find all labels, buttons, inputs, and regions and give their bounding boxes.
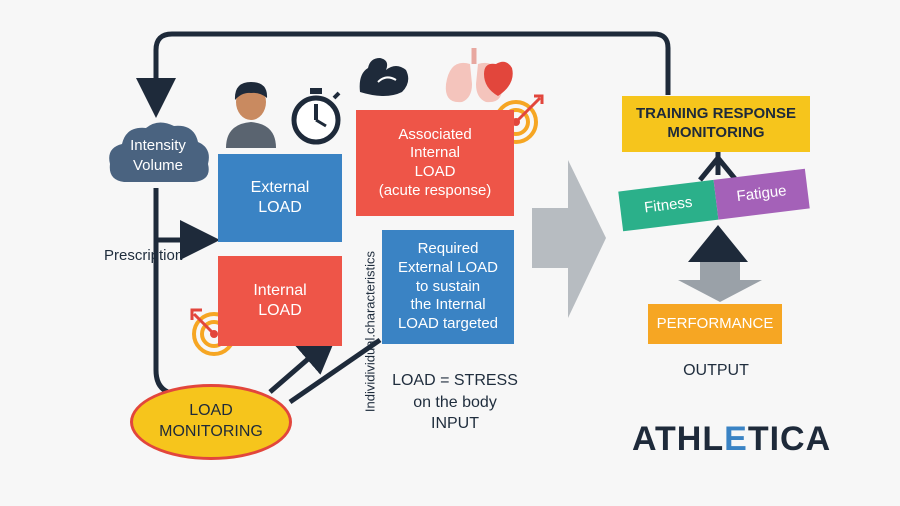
load-monitoring-ellipse: LOAD MONITORING xyxy=(130,384,292,460)
stopwatch-icon xyxy=(291,88,341,145)
load-monitoring-line1: LOAD xyxy=(189,402,233,420)
prescription-label: Prescription xyxy=(104,247,184,264)
athletica-logo: ATHLETICA xyxy=(632,420,831,459)
internal-load-line1: Internal xyxy=(253,282,307,299)
output-label: OUTPUT xyxy=(683,362,749,379)
associated-internal-line2: Internal xyxy=(409,144,461,162)
training-response-line2: MONITORING xyxy=(667,124,765,141)
training-response-line1: TRAINING RESPONSE xyxy=(635,105,797,123)
associated-internal-line3: LOAD xyxy=(414,163,456,180)
flexed-arm-icon xyxy=(359,58,409,96)
individual-characteristics-label: Individividual.characteristics xyxy=(362,250,378,413)
required-external-line2: External LOAD xyxy=(397,258,499,276)
required-external-line1: Required xyxy=(417,240,479,258)
logo-part2: TICA xyxy=(747,420,832,458)
associated-internal-line4: (acute response) xyxy=(378,181,492,199)
target-icon xyxy=(190,308,236,356)
external-load-line1: External xyxy=(250,179,310,196)
associated-internal-line1: Associated xyxy=(398,125,472,143)
required-external-line3: to sustain xyxy=(415,277,481,295)
lungs-heart-icon xyxy=(445,48,513,103)
external-load-box: External LOAD xyxy=(218,154,342,242)
required-external-line5: LOAD targeted xyxy=(397,315,499,333)
internal-load-box: Internal LOAD xyxy=(218,256,342,346)
person-icon xyxy=(226,82,276,148)
logo-letter-e: E xyxy=(724,420,748,458)
external-load-line2: LOAD xyxy=(258,199,302,216)
cloud-label: Intensity Volume xyxy=(110,136,206,175)
required-external-load-box: Required External LOAD to sustain the In… xyxy=(382,230,514,344)
internal-load-line2: LOAD xyxy=(258,302,302,319)
associated-internal-load-box: Associated Internal LOAD (acute response… xyxy=(356,110,514,216)
cloud-shape xyxy=(109,122,209,182)
load-stress-text: LOAD = STRESS on the body INPUT xyxy=(380,370,530,435)
performance-box: PERFORMANCE xyxy=(648,304,782,344)
load-stress-line2: on the body xyxy=(413,393,497,411)
logo-part1: ATHL xyxy=(632,420,725,458)
load-stress-line1: LOAD = STRESS xyxy=(392,372,518,389)
load-stress-line3: INPUT xyxy=(431,415,479,433)
cloud-label-line2: Volume xyxy=(132,156,184,174)
training-response-box: TRAINING RESPONSE MONITORING xyxy=(622,96,810,152)
required-external-line4: the Internal xyxy=(410,296,486,314)
load-monitoring-line2: MONITORING xyxy=(159,423,263,440)
cloud-label-line1: Intensity xyxy=(130,137,186,154)
